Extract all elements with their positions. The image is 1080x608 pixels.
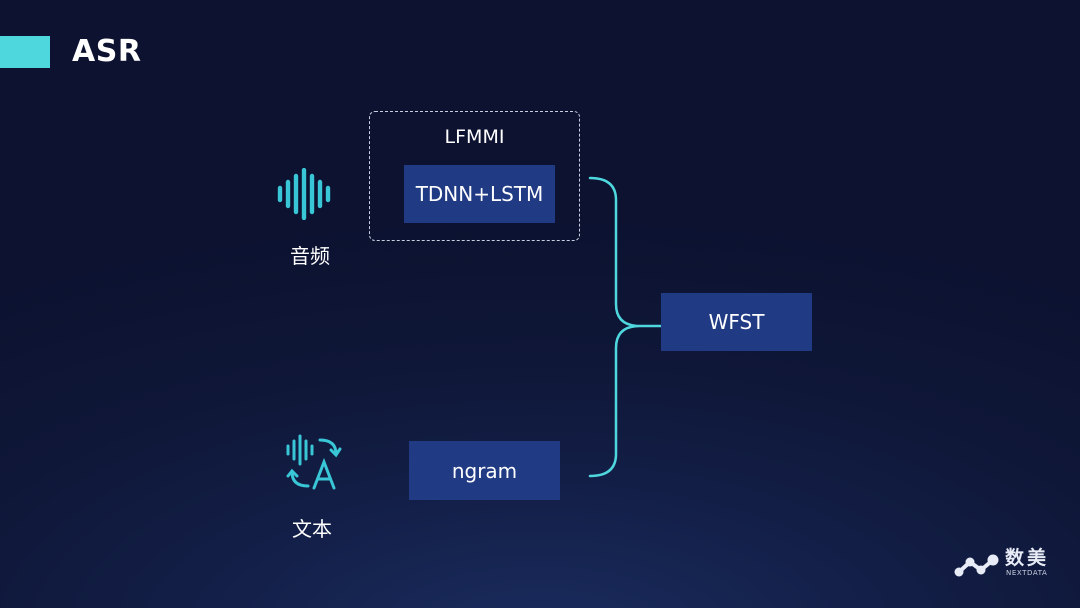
audio-label: 音频	[290, 244, 330, 268]
speech-to-text-icon	[286, 434, 342, 490]
logo-chinese-text: 数美	[1005, 547, 1050, 569]
wfst-box: WFST	[661, 293, 812, 351]
nextdata-logo: 数美 NEXTDATA	[953, 546, 1063, 582]
lfmmi-label: LFMMI	[444, 126, 505, 148]
tdnn-lstm-box: TDNN+LSTM	[404, 165, 555, 223]
ngram-box: ngram	[409, 441, 560, 500]
text-label: 文本	[292, 517, 332, 541]
logo-mark-icon	[954, 554, 999, 577]
logo-english-text: NEXTDATA	[1006, 569, 1048, 577]
slide-title: ASR	[72, 34, 142, 69]
lfmmi-group	[369, 111, 580, 241]
merge-bracket	[588, 176, 663, 478]
audio-waveform-icon	[277, 168, 331, 220]
title-accent-bar	[0, 36, 50, 68]
